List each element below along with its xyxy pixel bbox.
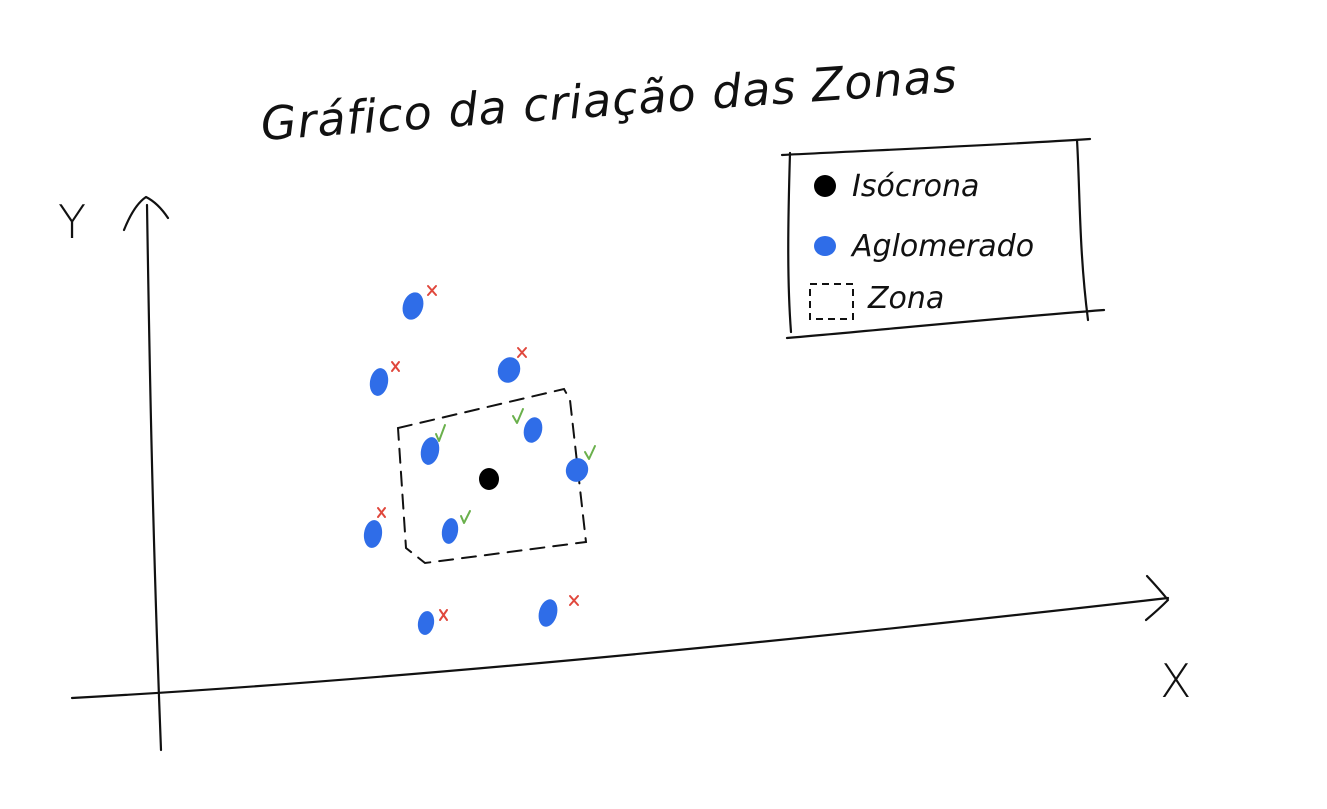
aglomerado-point xyxy=(417,611,435,635)
y-axis-line xyxy=(145,203,163,752)
aglomerado-point xyxy=(363,520,383,548)
diagram-title: Gráfico da criação das Zonas xyxy=(259,48,959,151)
outside-mark-x xyxy=(517,347,527,358)
status-marks xyxy=(377,285,596,621)
inside-mark-check xyxy=(460,510,471,524)
zona-region xyxy=(396,387,588,565)
aglomerado-point xyxy=(523,417,543,443)
outside-mark-x xyxy=(569,595,579,606)
legend-zona-box xyxy=(809,283,854,320)
aglomerado-point xyxy=(369,368,389,396)
x-axis-line xyxy=(70,596,1170,700)
y-axis-arrowhead xyxy=(122,195,170,232)
legend-border-left xyxy=(787,151,793,334)
outside-mark-x xyxy=(391,361,400,372)
legend-zona-label: Zona xyxy=(867,281,944,316)
isocrona-point xyxy=(479,468,499,490)
legend-isocrona-dot xyxy=(814,175,836,197)
aglomerado-point xyxy=(441,518,459,544)
inside-mark-check xyxy=(435,424,446,442)
outside-mark-x xyxy=(427,285,437,296)
aglomerado-point xyxy=(402,292,424,320)
legend-item-aglomerado: Aglomerado xyxy=(814,229,1034,264)
x-axis-label: X xyxy=(1160,654,1192,708)
aglomerado-point xyxy=(538,599,558,627)
aglomerado-point xyxy=(497,357,521,383)
aglomerados-group xyxy=(363,292,589,635)
legend-border-bottom xyxy=(785,308,1106,340)
legend-isocrona-label: Isócrona xyxy=(852,169,979,204)
aglomerado-point xyxy=(420,437,440,465)
outside-mark-x xyxy=(439,609,448,621)
inside-mark-check xyxy=(584,445,596,460)
y-axis: Y xyxy=(58,195,170,752)
inside-mark-check xyxy=(512,408,524,424)
legend: Isócrona Aglomerado Zona xyxy=(780,137,1106,340)
legend-border-right xyxy=(1075,138,1090,322)
legend-aglomerado-label: Aglomerado xyxy=(850,229,1034,264)
x-axis-arrowhead xyxy=(1144,574,1170,622)
legend-aglomerado-dot xyxy=(814,236,836,256)
x-axis: X xyxy=(70,574,1192,708)
legend-border-top xyxy=(780,137,1092,157)
aglomerado-point xyxy=(565,458,589,482)
legend-item-zona: Zona xyxy=(809,281,944,320)
y-axis-label: Y xyxy=(58,195,86,249)
outside-mark-x xyxy=(377,507,386,518)
legend-item-isocrona: Isócrona xyxy=(814,169,979,204)
